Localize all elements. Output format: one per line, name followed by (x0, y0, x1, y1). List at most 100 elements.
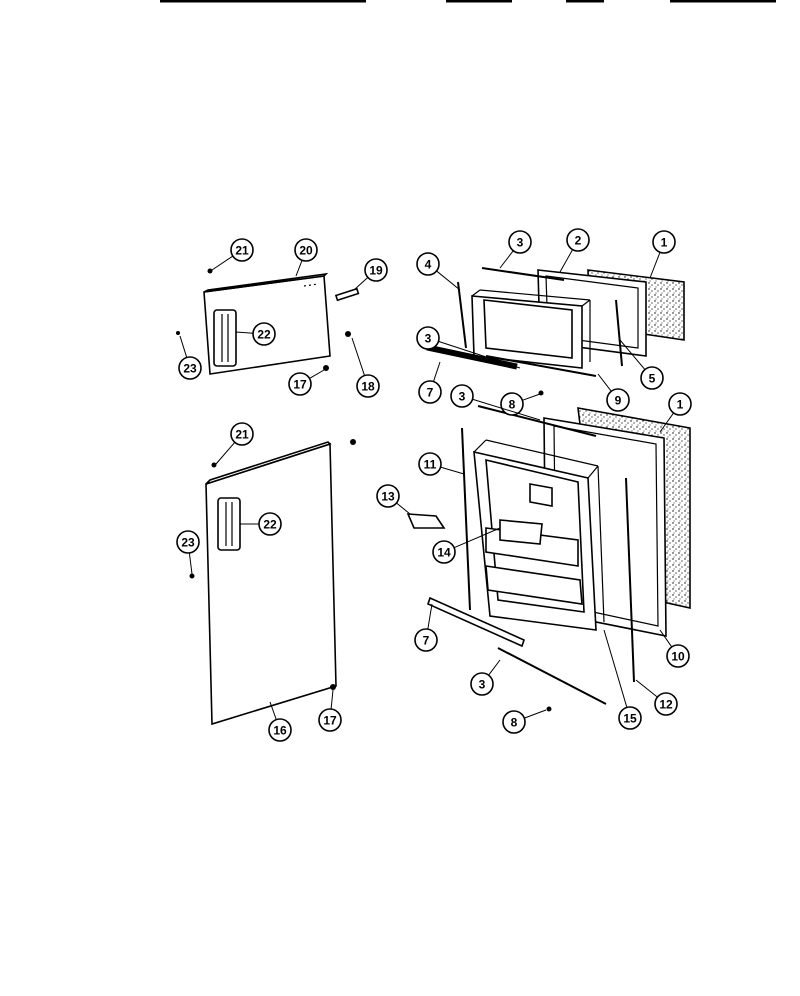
callout-c1-bot: 1 (659, 392, 692, 433)
callout-c14: 14 (432, 527, 501, 564)
leader-line (488, 659, 501, 676)
callout-circle (654, 692, 678, 716)
callout-c7-top: 7 (418, 361, 442, 404)
callout-circle (288, 372, 312, 396)
callout-circle (178, 356, 202, 380)
callout-circle (294, 238, 318, 262)
callout-c17-bot: 17 (318, 689, 342, 732)
leader-line (351, 337, 365, 376)
callout-circle (652, 230, 676, 254)
callout-number: 12 (659, 698, 673, 712)
callout-circle (176, 530, 200, 554)
callout-number: 7 (427, 386, 434, 400)
leader-line (659, 629, 673, 648)
leader-line (309, 369, 325, 379)
callout-c3-mid2: 3 (450, 384, 541, 421)
leader-line (353, 277, 369, 291)
callout-c3-mid: 3 (416, 326, 521, 369)
callout-circle (470, 672, 494, 696)
callout-circle (414, 628, 438, 652)
callout-c21-top: 21 (211, 238, 254, 271)
callout-circle (416, 326, 440, 350)
callout-number: 15 (623, 712, 637, 726)
leader-line (215, 441, 236, 465)
callout-c16: 16 (268, 701, 292, 742)
leader-line (603, 629, 628, 708)
leader-line (649, 252, 661, 279)
callout-number: 17 (293, 378, 307, 392)
leader-line (433, 361, 441, 382)
callout-number: 18 (361, 380, 375, 394)
fresh-food-trim-strips (406, 405, 635, 712)
callout-number: 13 (381, 490, 395, 504)
callout-number: 7 (423, 634, 430, 648)
callout-number: 22 (257, 328, 271, 342)
freezer-inner-liner (471, 289, 591, 369)
leader-line (453, 527, 501, 549)
callout-number: 14 (437, 546, 451, 560)
callout-circle (668, 392, 692, 416)
leader-line (396, 502, 411, 515)
callout-c17-top: 17 (288, 369, 325, 396)
callout-c11: 11 (418, 452, 465, 476)
callout-number: 8 (509, 398, 516, 412)
callout-number: 9 (615, 394, 622, 408)
leader-line (295, 260, 303, 277)
callout-circle (230, 422, 254, 446)
fresh-food-inner-liner (473, 439, 605, 631)
callout-number: 20 (299, 244, 313, 258)
callout-number: 8 (511, 716, 518, 730)
callout-number: 10 (671, 650, 685, 664)
leader-line (179, 335, 188, 358)
callout-number: 22 (263, 518, 277, 532)
leader-line (522, 393, 541, 401)
callout-number: 21 (235, 428, 249, 442)
callout-c10: 10 (659, 629, 690, 668)
callout-number: 3 (517, 236, 524, 250)
callout-number: 3 (479, 678, 486, 692)
leader-line (659, 412, 675, 433)
callout-circle (416, 252, 440, 276)
callout-circle (432, 540, 456, 564)
callout-number: 2 (575, 234, 582, 248)
freezer-hinge-pin (176, 268, 360, 445)
callout-c8-bot: 8 (502, 709, 547, 734)
leader-line (472, 398, 541, 421)
callout-c22-top: 22 (235, 322, 276, 346)
callout-circle (252, 322, 276, 346)
leader-line (635, 679, 658, 698)
leader-line (235, 331, 254, 334)
callout-circle (606, 388, 630, 412)
callout-c1-top: 1 (649, 230, 676, 279)
callout-number: 1 (661, 236, 668, 250)
leader-line (499, 250, 514, 269)
callout-c18: 18 (351, 337, 380, 398)
leader-line (619, 339, 646, 370)
callout-c23-top: 23 (178, 335, 202, 380)
callout-number: 23 (181, 536, 195, 550)
callout-c15: 15 (603, 629, 642, 730)
callout-circle (502, 710, 526, 734)
callout-circle (618, 706, 642, 730)
callout-circle (418, 380, 442, 404)
callout-circle (258, 512, 282, 536)
callout-number: 1 (677, 398, 684, 412)
callout-circle (666, 644, 690, 668)
callout-number: 19 (369, 264, 383, 278)
callout-c12: 12 (635, 679, 678, 716)
callout-circle (318, 708, 342, 732)
callout-c4: 4 (416, 252, 461, 291)
callout-number: 11 (424, 458, 437, 472)
callout-c3-top: 3 (499, 230, 532, 269)
callout-number: 5 (649, 372, 656, 386)
callout-c22-bot: 22 (240, 512, 282, 536)
callout-c2: 2 (559, 228, 590, 273)
callout-c9: 9 (597, 373, 630, 412)
leader-line (188, 552, 193, 575)
callout-c23-bot: 23 (176, 530, 200, 575)
callout-circle (268, 718, 292, 742)
callout-circle (566, 228, 590, 252)
freezer-trim-strips (426, 267, 623, 396)
callout-number: 21 (235, 244, 249, 258)
